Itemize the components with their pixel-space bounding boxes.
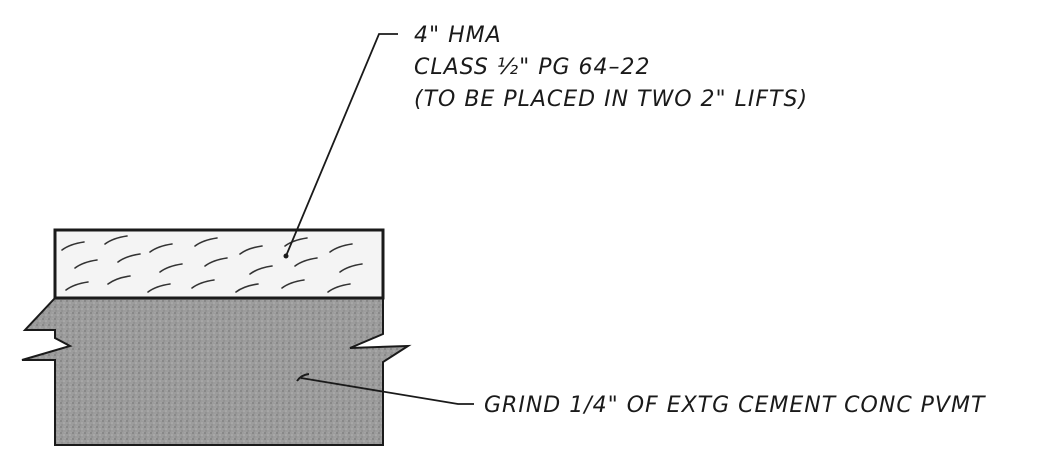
grind-note: GRIND 1/4" OF EXTG CEMENT CONC PVMT — [484, 393, 986, 418]
hma-leader-line — [285, 33, 398, 257]
hma-note-line-1: 4" HMA — [414, 23, 502, 48]
hma-hatch — [61, 235, 363, 293]
grind-leader-tick — [296, 373, 310, 382]
concrete-pavement-layer — [21, 297, 412, 446]
grind-leader-line — [300, 377, 474, 405]
hma-note-line-2: CLASS ½" PG 64–22 — [414, 55, 651, 80]
hma-leader-dot — [283, 253, 289, 259]
hma-note-line-3: (TO BE PLACED IN TWO 2" LIFTS) — [414, 87, 808, 112]
